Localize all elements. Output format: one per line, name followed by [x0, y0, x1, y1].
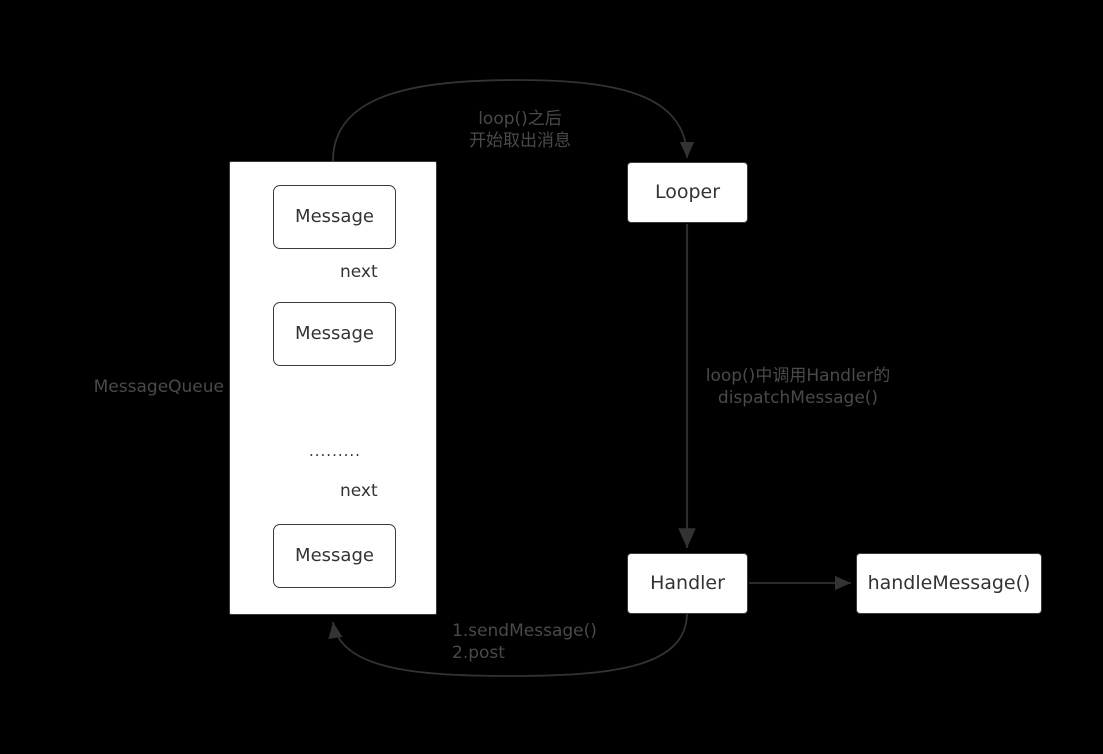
message-queue-label: MessageQueue: [93, 377, 224, 397]
edge-label-next-2: next: [340, 481, 378, 501]
looper-node[interactable]: Looper: [627, 162, 748, 223]
edge-handler-to-queue: [328, 612, 688, 677]
message-node-2[interactable]: Message: [273, 302, 396, 366]
message-node-1[interactable]: Message: [273, 185, 396, 249]
edge-label-send-line2: 2.post: [452, 643, 505, 664]
handler-node[interactable]: Handler: [627, 553, 748, 614]
edge-label-send-line1: 1.sendMessage(): [452, 621, 597, 641]
edge-label-send: 1.sendMessage()2.post: [452, 620, 672, 665]
edge-queue-to-looper: [332, 79, 695, 162]
edge-label-loop-start: loop()之后开始取出消息: [420, 108, 620, 153]
edge-label-loop-start-line2: 开始取出消息: [469, 131, 571, 152]
edge-label-dispatch-line1: loop()中调用Handler的: [705, 366, 891, 386]
edge-label-dispatch-line2: dispatchMessage(): [717, 388, 879, 409]
edge-label-next-1: next: [340, 262, 378, 282]
edge-label-loop-start-line1: loop()之后: [478, 109, 562, 129]
message-node-3[interactable]: Message: [273, 524, 396, 588]
handle-message-node[interactable]: handleMessage(): [856, 553, 1042, 614]
queue-ellipsis: .........: [309, 442, 361, 460]
